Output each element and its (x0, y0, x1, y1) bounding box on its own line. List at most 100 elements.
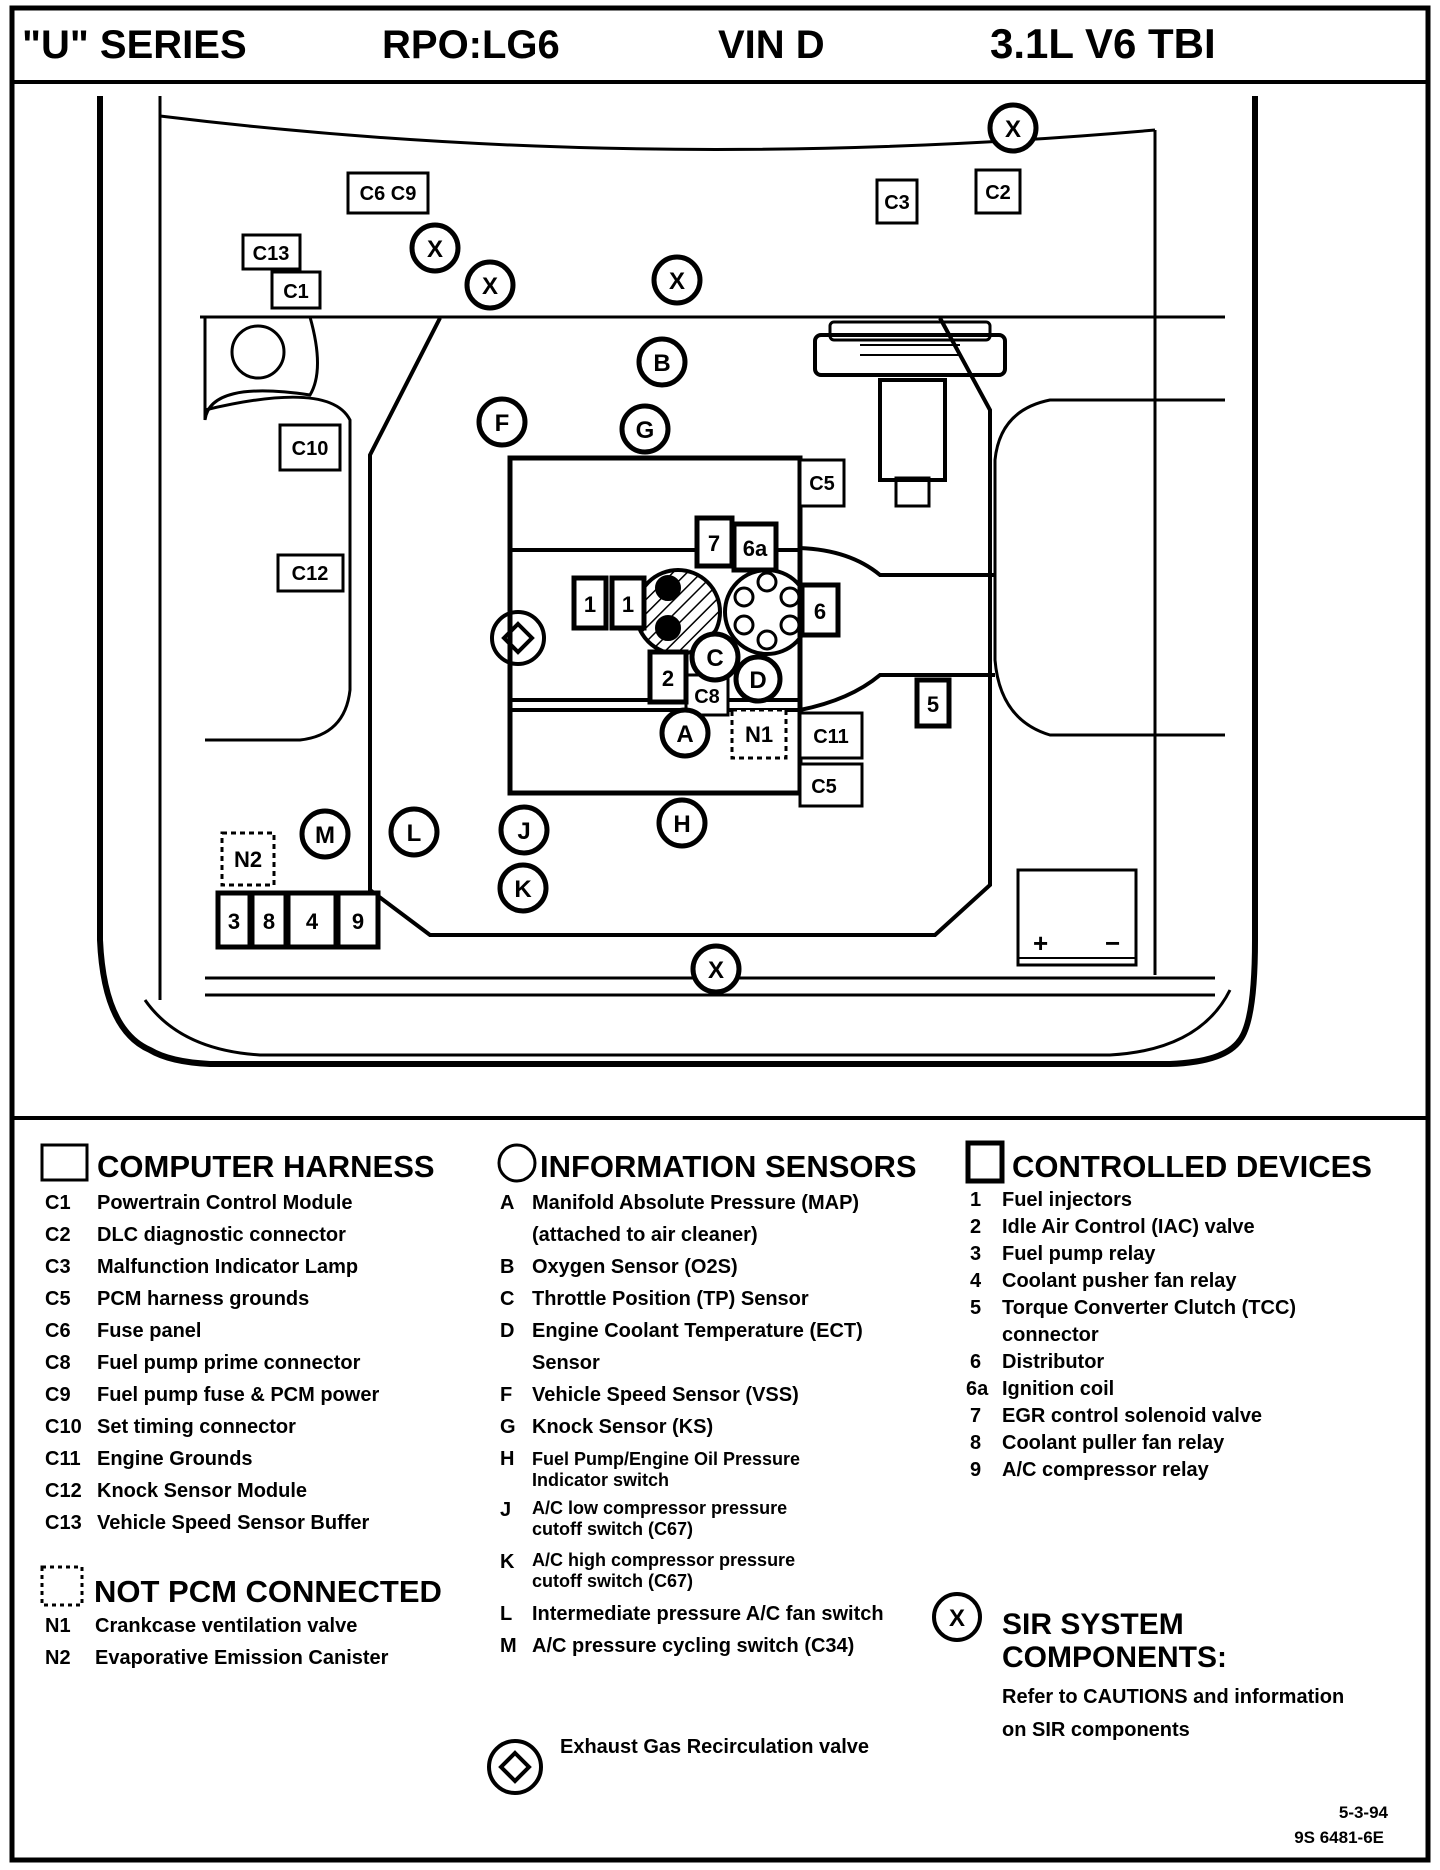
harness-connectors: C6 C9 C3 C2 C13 C1 C10 C12 C5 C8 C11 C5 (241, 168, 1022, 808)
non-pcm-label-n1: N1 (745, 722, 773, 747)
sir-legend-note-2: on SIR components (1002, 1719, 1190, 1741)
sensor-circle-b (636, 336, 688, 388)
harness-text-c5: PCM harness grounds (97, 1288, 309, 1310)
non-pcm-box-n2 (220, 831, 276, 887)
sir-legend-title-2: COMPONENTS: (1002, 1641, 1227, 1674)
harness-label-c5-upper: C5 (809, 473, 835, 495)
sensor-text-j-2: cutoff switch (C67) (532, 1519, 693, 1539)
sensor-code-j: J (500, 1499, 511, 1521)
device-text-5-2: connector (1002, 1324, 1099, 1346)
device-text-7: EGR control solenoid valve (1002, 1405, 1262, 1427)
legend-devices: CONTROLLED DEVICES 1 Fuel injectors 2 Id… (965, 1140, 1372, 1481)
sensor-text-g-1: Knock Sensor (KS) (532, 1416, 713, 1438)
device-code-8: 8 (970, 1432, 981, 1454)
device-text-8: Coolant puller fan relay (1002, 1432, 1225, 1454)
harness-box-c13 (241, 233, 302, 271)
harness-label-c12: C12 (292, 563, 329, 585)
sir-mark-2 (409, 222, 461, 274)
distributor-post-2 (779, 586, 801, 608)
throttle-bore-2 (655, 615, 681, 641)
egr-legend-diamond (498, 1750, 532, 1784)
sensor-text-d-1: Engine Coolant Temperature (ECT) (532, 1320, 863, 1342)
not-pcm-text-n2: Evaporative Emission Canister (95, 1647, 389, 1669)
device-code-4: 4 (970, 1270, 982, 1292)
harness-box-c11 (798, 711, 864, 760)
engine-bay-diagram (97, 96, 1258, 1067)
device-code-2: 2 (970, 1216, 981, 1238)
harness-text-c8: Fuel pump prime connector (97, 1352, 361, 1374)
sensor-text-m-1: A/C pressure cycling switch (C34) (532, 1635, 854, 1657)
device-box-6a (731, 521, 779, 573)
device-box-8 (249, 890, 289, 950)
sir-legend-symbol (932, 1592, 982, 1642)
header: "U" SERIES RPO:LG6 VIN D 3.1L V6 TBI (22, 20, 1216, 67)
sensor-code-c: C (500, 1288, 514, 1310)
harness-box-c3 (875, 178, 919, 225)
harness-code-c9: C9 (45, 1384, 71, 1406)
sensor-text-l-1: Intermediate pressure A/C fan switch (532, 1603, 884, 1625)
device-code-3: 3 (970, 1243, 981, 1265)
air-cleaner-lid (828, 320, 992, 342)
harness-label-c1: C1 (283, 281, 309, 303)
harness-legend-title: COMPUTER HARNESS (97, 1149, 435, 1184)
distributor-post-3 (779, 614, 801, 636)
harness-label-c11: C11 (813, 726, 849, 748)
sensor-circle-d (733, 654, 783, 704)
sensor-label-k: K (514, 876, 532, 903)
harness-legend-symbol (40, 1143, 89, 1182)
sensor-circle-g (619, 403, 671, 455)
device-label-5: 5 (927, 692, 939, 717)
sensor-code-b: B (500, 1256, 514, 1278)
sensors-legend-symbol (497, 1143, 537, 1183)
sir-marks: X X X X X (409, 102, 1039, 995)
device-text-9: A/C compressor relay (1002, 1459, 1210, 1481)
not-pcm-code-n1: N1 (45, 1615, 71, 1637)
sensor-label-a: A (676, 721, 693, 748)
harness-text-c2: DLC diagnostic connector (97, 1224, 346, 1246)
device-label-8: 8 (263, 909, 275, 934)
sir-mark-1 (987, 102, 1039, 154)
harness-code-c2: C2 (45, 1224, 71, 1246)
harness-text-c10: Set timing connector (97, 1416, 296, 1438)
sensor-text-b-1: Oxygen Sensor (O2S) (532, 1256, 738, 1278)
device-label-9: 9 (352, 909, 364, 934)
sensor-text-h-1: Fuel Pump/Engine Oil Pressure (532, 1449, 800, 1469)
sensor-label-d: D (749, 667, 766, 694)
footer: 5-3-94 9S 6481-6E (1294, 1803, 1388, 1847)
engine-block-outline (368, 317, 992, 937)
sensor-text-k-1: A/C high compressor pressure (532, 1550, 795, 1570)
harness-label-c8: C8 (694, 686, 720, 708)
sensor-circle-l (388, 806, 440, 858)
device-code-9: 9 (970, 1459, 981, 1481)
device-text-2: Idle Air Control (IAC) valve (1002, 1216, 1255, 1238)
sir-legend-symbol-label: X (949, 1605, 965, 1632)
harness-code-c3: C3 (45, 1256, 71, 1278)
device-text-3: Fuel pump relay (1002, 1243, 1156, 1265)
legend-egr: Exhaust Gas Recirculation valve (487, 1736, 869, 1795)
sensor-circle-c (689, 631, 741, 683)
sensor-label-j: J (517, 818, 530, 845)
sensor-code-m: M (500, 1635, 517, 1657)
device-text-1: Fuel injectors (1002, 1189, 1132, 1211)
device-code-7: 7 (970, 1405, 981, 1427)
harness-code-c13: C13 (45, 1512, 82, 1534)
sir-mark-3 (464, 259, 516, 311)
harness-text-c3: Malfunction Indicator Lamp (97, 1256, 358, 1278)
device-box-3 (215, 890, 253, 950)
device-label-2: 2 (662, 666, 674, 691)
sensor-text-c-1: Throttle Position (TP) Sensor (532, 1288, 809, 1310)
harness-text-c13: Vehicle Speed Sensor Buffer (97, 1512, 370, 1534)
harness-box-c5-lower (798, 762, 864, 808)
harness-box-c10 (278, 423, 342, 472)
sensor-text-d-2: Sensor (532, 1352, 600, 1374)
sensor-code-k: K (500, 1551, 515, 1573)
device-label-6: 6 (814, 599, 826, 624)
device-text-6a: Ignition coil (1002, 1378, 1114, 1400)
device-boxes: 7 6a 1 1 6 2 5 3 8 4 9 (215, 515, 952, 950)
egr-valve-diamond (501, 621, 535, 655)
legend-not-pcm: NOT PCM CONNECTED N1 Crankcase ventilati… (40, 1565, 442, 1669)
device-label-1b: 1 (622, 592, 634, 617)
non-pcm-box-n1 (730, 708, 788, 760)
footer-code: 9S 6481-6E (1294, 1828, 1384, 1847)
